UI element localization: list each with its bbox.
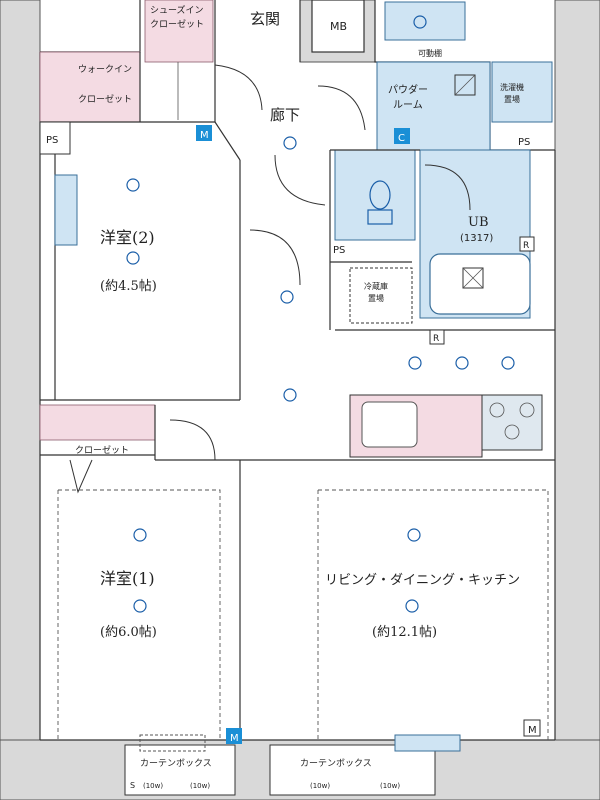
label-r-2: R: [523, 241, 529, 251]
label-curtain-10-d: (10w): [380, 782, 400, 790]
marker-c: [394, 128, 410, 144]
curtain-box-right: [269, 744, 436, 796]
label-kadou-tana: 可動棚: [418, 48, 442, 58]
label-ldk-size: (約12.1帖): [372, 625, 437, 640]
ldk-heater: [394, 734, 461, 752]
cooktop: [481, 394, 543, 451]
light-room2: [126, 251, 140, 265]
label-curtain-10-c: (10w): [310, 782, 330, 790]
light-kitchen-4: [408, 356, 422, 370]
label-youshitsu1-size: (約6.0帖): [100, 625, 157, 640]
label-shoes-closet-1: シューズイン: [150, 4, 204, 16]
label-rouka: 廊下: [270, 106, 300, 124]
closet-room-1: [39, 404, 156, 441]
label-youshitsu2-size: (約4.5帖): [100, 279, 157, 294]
curtain-box-left: [124, 744, 236, 796]
kitchen-sink: [361, 401, 418, 448]
light-kitchen-3: [455, 356, 469, 370]
toilet-tank: [367, 209, 393, 225]
label-youshitsu1: 洋室(1): [100, 569, 155, 588]
label-curtain-10-a: (10w): [143, 782, 163, 790]
label-ps-center: PS: [333, 245, 345, 256]
label-powder-1: パウダー: [388, 83, 428, 96]
bath-drain: [462, 267, 484, 289]
label-c: C: [398, 133, 405, 144]
label-powder-2: ルーム: [393, 99, 423, 111]
label-youshitsu2: 洋室(2): [100, 228, 155, 247]
label-closet: クローゼット: [75, 444, 129, 456]
label-ps-left: PS: [46, 135, 58, 146]
light-hall-2: [280, 290, 294, 304]
entrance-door: [214, 64, 263, 111]
walk-in-closet: [39, 51, 141, 123]
light-kitchen-2: [501, 356, 515, 370]
mirror-box: [454, 74, 476, 96]
shoes-in-closet: [144, 0, 214, 63]
marker-r-1: [429, 329, 445, 345]
marker-r-2: [519, 236, 535, 252]
light-corridor: [283, 136, 297, 150]
bedroom2-door: [249, 229, 301, 286]
label-s-mark: S: [130, 781, 135, 790]
east-outer-wall: [554, 0, 600, 761]
light-room1: [133, 599, 147, 613]
label-curtain-box-right: カーテンボックス: [300, 758, 372, 769]
label-r-1: R: [433, 334, 439, 344]
light-room2-2: [126, 178, 140, 192]
powder-door: [317, 85, 366, 131]
toilet-bowl: [369, 180, 391, 210]
mb-box: [311, 0, 365, 53]
fridge-space: [349, 267, 413, 324]
label-ub: UB: [468, 215, 489, 230]
label-curtain-10-b: (10w): [190, 782, 210, 790]
light-vanity: [413, 15, 427, 29]
light-ldk: [405, 599, 419, 613]
light-ldk-2: [407, 528, 421, 542]
label-sentaku-1: 洗濯機: [500, 82, 524, 92]
label-reizouko-2: 置場: [368, 293, 384, 303]
label-sentaku-2: 置場: [504, 94, 520, 104]
west-outer-wall: [0, 0, 41, 761]
label-ldk: リビング・ダイニング・キッチン: [325, 573, 520, 588]
vanity-top: [384, 1, 466, 41]
toilet-door: [274, 154, 326, 206]
label-genkan: 玄関: [250, 10, 280, 28]
washer-space: [491, 61, 553, 123]
marker-m-bottom-left: [226, 728, 242, 744]
ps-left-box: [39, 121, 71, 155]
label-m-bottom-right: M: [528, 725, 537, 736]
closet-door-fold: [69, 459, 93, 494]
room1-heater: [139, 734, 206, 752]
label-mb: MB: [330, 20, 347, 33]
light-room1-2: [133, 528, 147, 542]
light-kitchen: [283, 388, 297, 402]
label-ps-right: PS: [518, 137, 530, 148]
room2-heater: [54, 174, 78, 246]
label-reizouko-1: 冷蔵庫: [364, 281, 388, 291]
marker-m-bottom-right: [523, 719, 541, 737]
bathtub: [429, 253, 531, 315]
marker-m-top: [196, 125, 212, 141]
label-shoes-closet-2: クローゼット: [150, 18, 204, 30]
label-curtain-box-left: カーテンボックス: [140, 758, 212, 769]
label-ub-size: (1317): [460, 233, 493, 244]
label-walkin-2: クローゼット: [78, 93, 132, 105]
toilet-room: [334, 149, 416, 241]
label-walkin-1: ウォークイン: [78, 64, 132, 75]
bedroom1-door: [169, 419, 216, 461]
ub-door: [424, 164, 471, 211]
label-m-bottom-left: M: [230, 733, 239, 744]
label-m-top: M: [200, 130, 209, 141]
